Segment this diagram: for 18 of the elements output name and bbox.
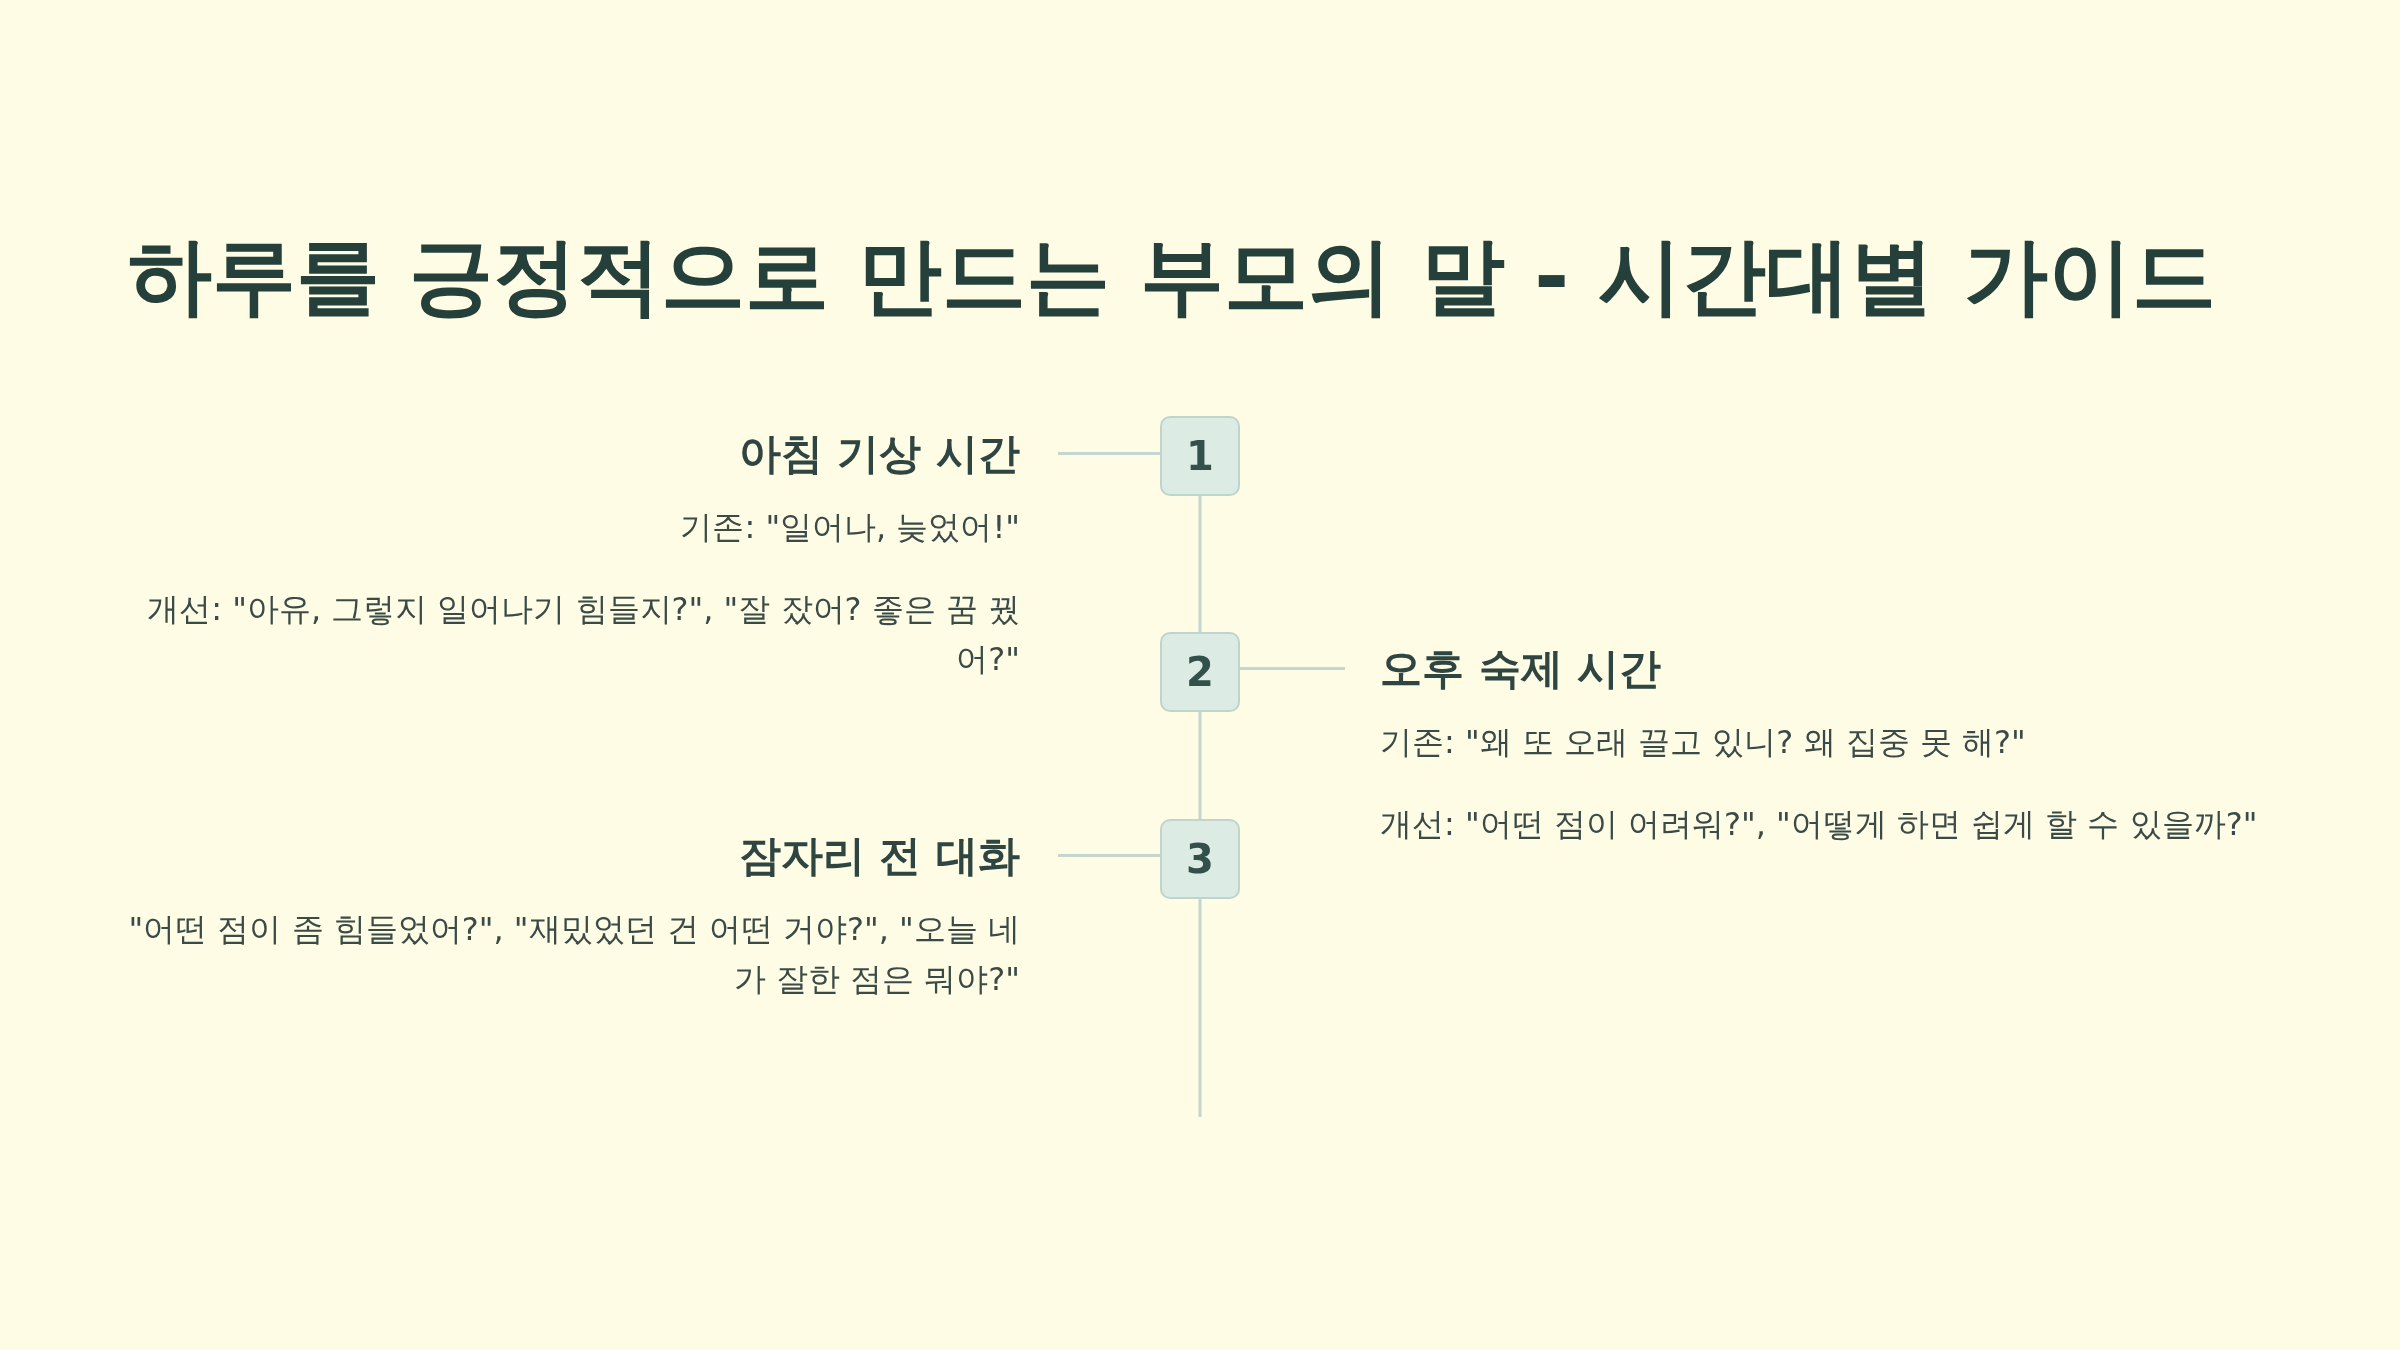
connector-line bbox=[1198, 712, 1202, 819]
connector-line bbox=[1240, 667, 1345, 670]
example-phrase: 기존: "왜 또 오래 끌고 있니? 왜 집중 못 해?" bbox=[1380, 722, 2027, 763]
step-number-badge: 3 bbox=[1160, 819, 1240, 899]
example-phrase: 기존: "일어나, 늦었어!" bbox=[679, 507, 1020, 548]
title: 하루를 긍정적으로 만드는 부모의 말 - 시간대별 가이드 bbox=[128, 226, 2216, 327]
example-phrase: "어떤 점이 좀 힘들었어?", "재밌었던 건 어떤 거야?", "오늘 네가 잘한 점은 뭐야?" bbox=[127, 909, 1020, 1000]
connector-line bbox=[1198, 496, 1202, 632]
example-phrase: 개선: "아유, 그렇지 일어나기 힘들지?", "잘 잤어? 좋은 꿈 꿨어?" bbox=[146, 589, 1020, 680]
section-heading: 잠자리 전 대화 bbox=[737, 830, 1020, 882]
section-heading: 오후 숙제 시간 bbox=[1380, 643, 1663, 695]
section-heading: 아침 기상 시간 bbox=[737, 428, 1020, 480]
connector-line bbox=[1058, 452, 1160, 455]
example-phrase: 개선: "어떤 점이 어려워?", "어떻게 하면 쉽게 할 수 있을까?" bbox=[1380, 804, 2259, 845]
connector-line bbox=[1058, 854, 1160, 857]
step-number-badge: 2 bbox=[1160, 632, 1240, 712]
connector-line bbox=[1198, 899, 1202, 1117]
step-number-badge: 1 bbox=[1160, 416, 1240, 496]
